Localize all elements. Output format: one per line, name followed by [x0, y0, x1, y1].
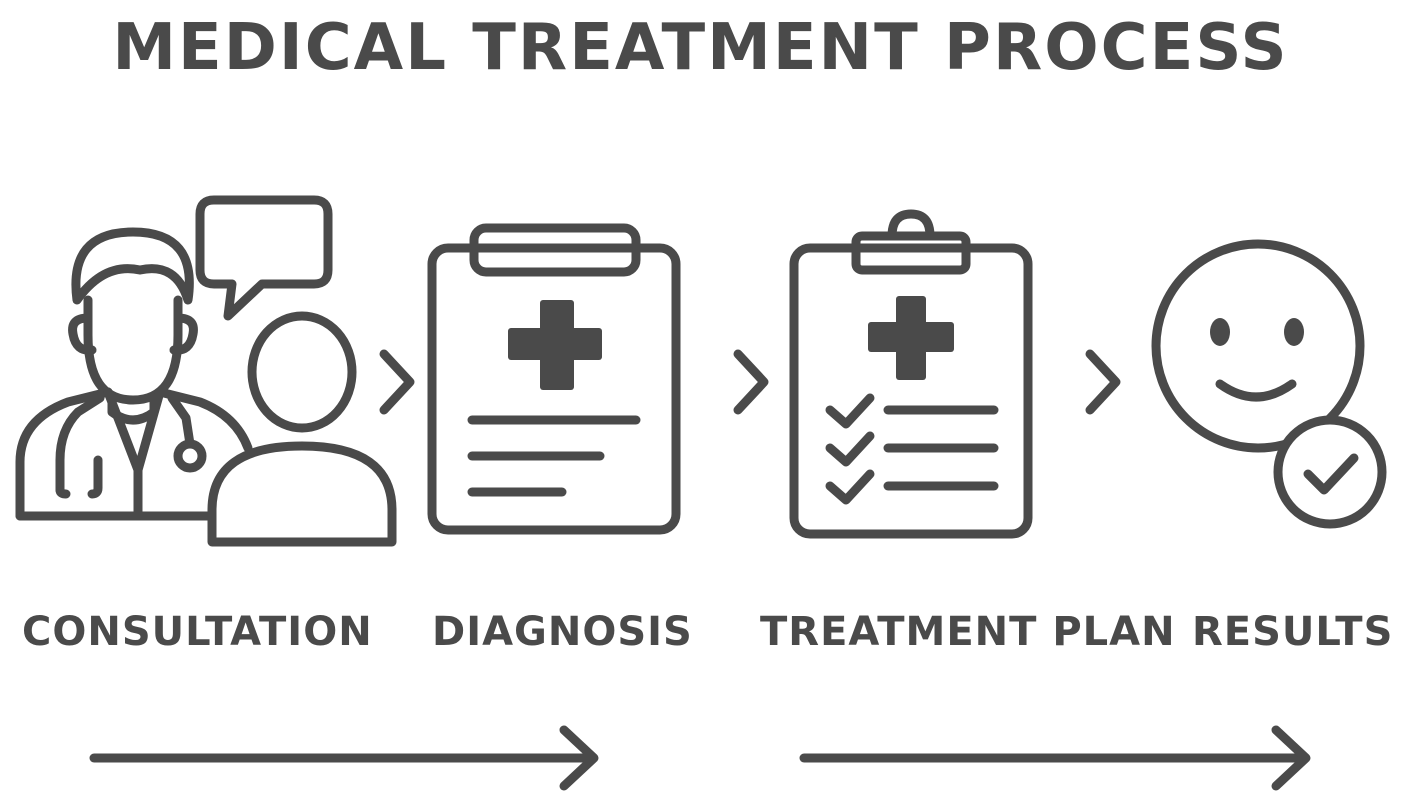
speech-bubble-icon [195, 195, 333, 321]
step-label-consultation: CONSULTATION [22, 609, 373, 655]
medical-cross-icon [508, 300, 602, 390]
doctor-patient-consultation-icon [15, 195, 397, 547]
long-arrow-icon [89, 725, 599, 791]
eye-icon [1284, 318, 1304, 346]
clipboard-checklist-icon [789, 209, 1033, 539]
step-label-treatment-plan: TREATMENT PLAN [760, 609, 1176, 655]
step-arrow-icon [379, 349, 415, 415]
long-arrow-icon [799, 725, 1311, 791]
smiley-face-checkmark-icon [1151, 239, 1387, 529]
patient-icon [207, 311, 397, 547]
step-arrow-icon [733, 349, 769, 415]
step-label-diagnosis: DIAGNOSIS [432, 609, 693, 655]
step-label-results: RESULTS [1192, 609, 1394, 655]
diagram-title: MEDICAL TREATMENT PROCESS [112, 11, 1289, 85]
medical-cross-icon [868, 296, 954, 380]
step-arrow-icon [1085, 349, 1121, 415]
doctor-icon [15, 227, 253, 521]
clipboard-medical-cross-icon [427, 223, 681, 535]
eye-icon [1210, 318, 1230, 346]
